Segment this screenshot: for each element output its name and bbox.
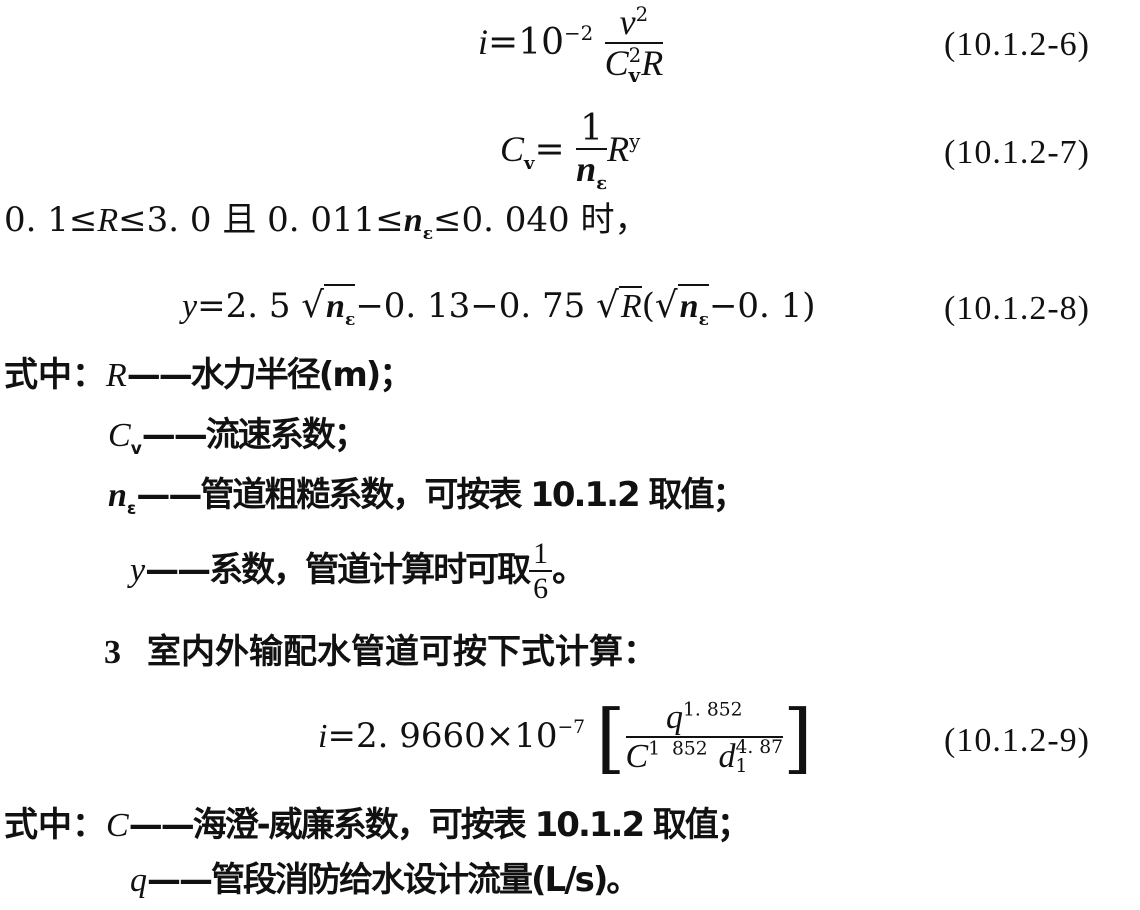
eq6-lhs: i (478, 21, 489, 62)
clause-3: 3 室内外输配水管道可按下式计算： (104, 632, 657, 673)
eq8-term-2: −0. 13−0. 75 (355, 286, 586, 326)
eq6-den-c: C (604, 42, 629, 83)
def-symbol-c: C (108, 417, 131, 454)
eq7-lhs-sub: v (524, 153, 535, 175)
condition-line: 0. 1≤R≤3. 0 且 0. 011≤nε≤0. 040 时， (4, 200, 649, 254)
eq8-term-4: −0. 1) (708, 286, 816, 326)
eq9-den-d-sup: 4. 87 (735, 736, 784, 758)
definition-r: 式中：R——水力半径(m)； (4, 355, 414, 396)
eq9-num-sup: 1. 852 (683, 699, 743, 721)
def-symbol-r: R (106, 357, 127, 394)
eq8-term-1: 2. 5 (225, 286, 291, 326)
def-y-frac-num: 1 (529, 538, 553, 572)
sqrt-icon: √ (654, 285, 678, 326)
sqrt-icon: √ (596, 285, 619, 326)
def-symbol-y: y (130, 551, 146, 589)
equation-number-9: (10.1.2-9) (944, 722, 1090, 759)
eq6-equals: = (488, 21, 519, 63)
eq8-sqrt-n2: nε (677, 284, 709, 330)
equation-number-8: (10.1.2-8) (944, 290, 1090, 327)
sqrt-icon: √ (301, 285, 325, 326)
eq7-den-sub: ε (596, 172, 608, 194)
eq7-den: n (576, 148, 597, 189)
condition-part-2: ≤3. 0 且 0. 011≤ (118, 200, 404, 240)
condition-n: n (403, 202, 423, 239)
eq6-den-c-sub: v (628, 62, 641, 87)
eq6-num: v (619, 2, 636, 42)
eq6-num-sup: 2 (635, 3, 649, 26)
condition-r: R (97, 202, 119, 239)
def-desc-y: ——系数，管道计算时可取 (145, 549, 531, 590)
def-y-frac-den: 6 (533, 571, 549, 605)
clause-text: 室内外输配水管道可按下式计算： (147, 632, 657, 672)
def-desc-cv: ——流速系数； (141, 415, 368, 455)
eq8-n-sub: ε (344, 309, 356, 330)
equation-10-1-2-7: Cv= 1 nε Ry (500, 110, 640, 194)
eq7-rhs-sup: y (629, 129, 641, 153)
eq7-lhs: C (500, 128, 525, 169)
def-y-end: 。 (552, 549, 587, 590)
eq7-fraction: 1 nε (576, 110, 608, 194)
left-bracket-icon: [ (595, 693, 626, 783)
eq8-open-paren: ( (641, 286, 655, 326)
definition-ne: nε——管道粗糙系数，可按表 10.1.2 取值； (108, 475, 747, 529)
condition-part-3: ≤0. 040 时， (433, 200, 649, 240)
eq7-equals: = (534, 128, 565, 170)
eq7-num: 1 (576, 110, 608, 150)
eq6-exp: −2 (564, 21, 594, 45)
def-symbol-n-sub: ε (126, 498, 137, 519)
def-symbol-c-sub: v (130, 438, 142, 459)
eq9-num: q (666, 699, 684, 736)
eq9-equals: = (327, 716, 356, 757)
definition-cv: Cv——流速系数； (108, 415, 368, 469)
eq9-den-c-sup: 1 852 (648, 738, 708, 760)
definitions-prefix-2: 式中： (4, 805, 106, 845)
equation-number-7: (10.1.2-7) (944, 134, 1090, 171)
eq6-den-c-sup: 2 (628, 44, 642, 67)
equation-number-6: (10.1.2-6) (944, 26, 1090, 63)
definition-c: 式中：C——海澄-威廉系数，可按表 10.1.2 取值； (4, 805, 751, 846)
eq9-coef: 2. 9660×10 (355, 716, 558, 757)
eq8-sqrt-n: nε (324, 284, 356, 330)
eq9-den-d-sub: 1 (735, 755, 748, 777)
def-desc-q: ——管段消防给水设计流量(L/s)。 (147, 860, 640, 900)
equation-10-1-2-8: y=2. 5 √nε−0. 13−0. 75 √R(√nε−0. 1) (182, 284, 816, 340)
eq9-den-d: d (718, 737, 736, 775)
definition-q: q——管段消防给水设计流量(L/s)。 (130, 860, 640, 901)
eq8-equals: = (197, 286, 226, 326)
eq8-n2: n (679, 288, 699, 325)
condition-n-sub: ε (422, 223, 434, 244)
eq8-n: n (326, 288, 345, 325)
def-symbol-q: q (130, 862, 147, 899)
eq8-lhs: y (182, 288, 198, 325)
eq7-rhs: R (607, 128, 630, 169)
eq9-den-c: C (625, 737, 649, 775)
eq9-exp: −7 (557, 717, 586, 739)
definitions-prefix: 式中： (4, 355, 106, 395)
right-bracket-icon: ] (783, 693, 813, 783)
def-desc-r: ——水力半径(m)； (126, 355, 414, 395)
clause-number: 3 (104, 634, 121, 671)
def-symbol-c-hw: C (106, 807, 129, 844)
eq8-sqrt-r: R (618, 286, 642, 325)
def-desc-c-hw: ——海澄-威廉系数，可按表 10.1.2 取值； (128, 805, 751, 845)
def-symbol-n: n (108, 477, 127, 514)
def-desc-ne: ——管道粗糙系数，可按表 10.1.2 取值； (136, 475, 746, 515)
eq8-n2-sub: ε (698, 309, 709, 330)
eq9-lhs: i (318, 718, 328, 756)
condition-part-1: 0. 1≤ (4, 200, 98, 240)
eq6-coef: 10 (518, 21, 564, 63)
eq6-den-r: R (641, 42, 664, 83)
